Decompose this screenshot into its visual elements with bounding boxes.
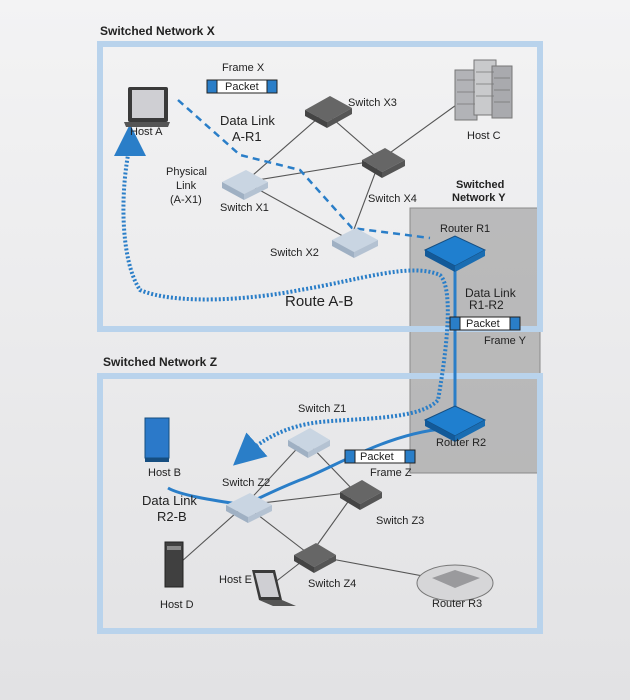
host-b-label: Host B: [148, 467, 181, 479]
data-link-ar1-line2: A-R1: [232, 129, 262, 144]
host-a-label: Host A: [130, 126, 163, 138]
frame-z-packet-box: [344, 449, 416, 464]
router-r2-icon: [423, 405, 487, 442]
physical-link-line3: (A-X1): [170, 194, 202, 206]
router-r3-icon: [416, 564, 494, 602]
frame-z-packet-label: Packet: [360, 451, 394, 463]
host-e-label: Host E: [219, 574, 252, 586]
switch-z2-icon: [226, 493, 272, 523]
switch-z4-label: Switch Z4: [308, 578, 356, 590]
switch-x3-icon: [305, 96, 352, 128]
host-d-label: Host D: [160, 599, 194, 611]
switch-x1-label: Switch X1: [220, 202, 269, 214]
network-x-boundary: [97, 41, 543, 332]
network-z-label: Switched Network Z: [103, 355, 217, 369]
data-link-r1r2-line1: Data Link: [465, 286, 517, 300]
route-a-b-path: [114, 124, 450, 466]
router-r3-label: Router R3: [432, 598, 482, 610]
network-x-label: Switched Network X: [100, 24, 215, 38]
router-r1-icon: [423, 235, 487, 272]
data-link-a-r1-path: [177, 99, 431, 240]
physical-link-line2: Link: [176, 180, 197, 192]
switch-z1-label: Switch Z1: [298, 403, 346, 415]
network-z-boundary: [97, 373, 543, 634]
frame-y-packet-box: [449, 316, 521, 331]
data-link-r2b-line1: Data Link: [142, 493, 197, 508]
host-d-icon: [164, 541, 184, 588]
switch-x2-label: Switch X2: [270, 247, 319, 259]
switch-z3-icon: [340, 480, 382, 510]
router-r1-label: Router R1: [440, 223, 490, 235]
host-a-icon: [124, 87, 170, 127]
frame-x-label: Frame X: [222, 62, 265, 74]
switch-z1-icon: [288, 428, 330, 458]
switch-x3-label: Switch X3: [348, 97, 397, 109]
switch-z2-label: Switch Z2: [222, 477, 270, 489]
switch-z3-label: Switch Z3: [376, 515, 424, 527]
physical-link-line1: Physical: [166, 166, 207, 178]
router-r2-label: Router R2: [436, 437, 486, 449]
network-y-label-line1: Switched: [456, 179, 504, 191]
network-y-label-line2: Network Y: [452, 192, 506, 204]
host-b-icon: [144, 417, 170, 462]
data-link-r1r2-line2: R1-R2: [469, 298, 504, 312]
switch-x2-icon: [332, 228, 378, 258]
frame-z-label: Frame Z: [370, 467, 412, 479]
frame-x-packet-label: Packet: [225, 81, 259, 93]
switch-x1-icon: [222, 170, 268, 200]
frame-x-packet-box: [206, 79, 278, 94]
switch-x4-icon: [362, 148, 405, 178]
host-e-icon: [252, 570, 296, 606]
data-link-r2b-line2: R2-B: [157, 509, 187, 524]
switch-z4-icon: [294, 543, 336, 573]
host-c-icon: [454, 59, 513, 121]
host-c-label: Host C: [467, 130, 501, 142]
switch-x4-label: Switch X4: [368, 193, 417, 205]
frame-y-label: Frame Y: [484, 335, 527, 347]
data-link-ar1-line1: Data Link: [220, 113, 275, 128]
frame-y-packet-label: Packet: [466, 318, 500, 330]
route-a-b-label: Route A-B: [285, 293, 353, 310]
